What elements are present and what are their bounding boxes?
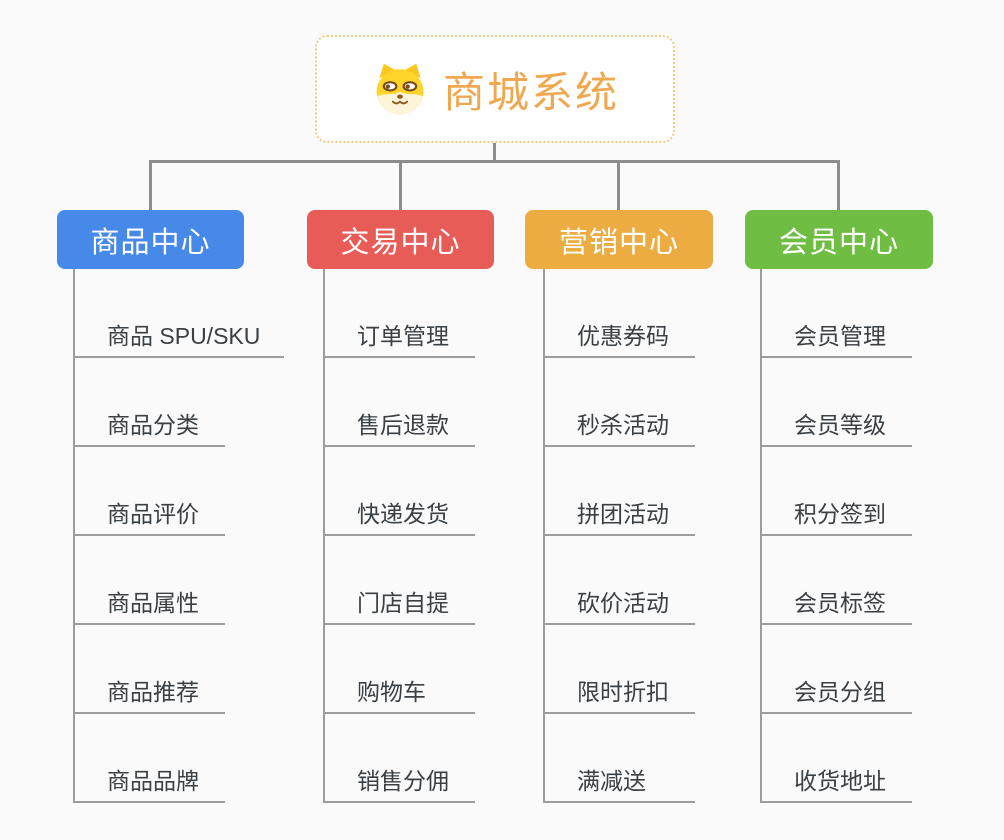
node-label: 秒杀活动 (577, 412, 669, 438)
mindmap-node[interactable]: 商品 SPU/SKU (75, 269, 285, 358)
mindmap-node[interactable]: 满减送 (545, 714, 695, 803)
branch-list-member-center: 会员管理会员等级积分签到会员标签会员分组收货地址 (760, 269, 912, 803)
mindmap-node[interactable]: 会员管理 (762, 269, 912, 358)
branch-header-product-center[interactable]: 商品中心 (57, 210, 244, 269)
branch-drop-line (837, 160, 840, 212)
node-label: 购物车 (357, 679, 426, 705)
node-label: 售后退款 (357, 412, 449, 438)
mindmap-node[interactable]: 订单管理 (325, 269, 475, 358)
node-label: 快递发货 (357, 501, 449, 527)
branch-drop-line (399, 160, 402, 212)
node-label: 商品品牌 (107, 768, 199, 794)
root-node[interactable]: 商城系统 (315, 35, 675, 143)
node-label: 限时折扣 (577, 679, 669, 705)
mindmap-node[interactable]: 商品品牌 (75, 714, 225, 803)
branch-header-trade-center[interactable]: 交易中心 (307, 210, 494, 269)
mindmap-node[interactable]: 门店自提 (325, 536, 475, 625)
branch-list-product-center: 商品 SPU/SKU 商品分类商品评价商品属性商品推荐商品品牌 (73, 269, 285, 803)
mindmap-node[interactable]: 会员分组 (762, 625, 912, 714)
node-label: 会员管理 (794, 323, 886, 349)
mindmap-node[interactable]: 商品属性 (75, 536, 225, 625)
node-label: 商品评价 (107, 501, 199, 527)
branch-list-marketing-center: 优惠券码秒杀活动拼团活动砍价活动限时折扣满减送 (543, 269, 695, 803)
mindmap-node[interactable]: 收货地址 (762, 714, 912, 803)
mindmap-node[interactable]: 会员等级 (762, 358, 912, 447)
mindmap-node[interactable]: 秒杀活动 (545, 358, 695, 447)
mindmap-node[interactable]: 商品分类 (75, 358, 225, 447)
node-label: 积分签到 (794, 501, 886, 527)
node-label: 商品属性 (107, 590, 199, 616)
node-label: 拼团活动 (577, 501, 669, 527)
branch-list-trade-center: 订单管理售后退款快递发货门店自提购物车销售分佣 (323, 269, 475, 803)
node-label: 商品推荐 (107, 679, 199, 705)
root-title: 商城系统 (442, 68, 619, 116)
branch-drop-line (617, 160, 620, 212)
mindmap-node[interactable]: 拼团活动 (545, 447, 695, 536)
mindmap-node[interactable]: 商品推荐 (75, 625, 225, 714)
shiba-dog-icon (376, 63, 424, 115)
mindmap-node[interactable]: 销售分佣 (325, 714, 475, 803)
branch-header-member-center[interactable]: 会员中心 (745, 210, 933, 269)
mindmap-node[interactable]: 会员标签 (762, 536, 912, 625)
node-label: 收货地址 (794, 768, 886, 794)
node-label: 订单管理 (357, 323, 449, 349)
mindmap-node[interactable]: 商品评价 (75, 447, 225, 536)
mindmap-node[interactable]: 售后退款 (325, 358, 475, 447)
branch-header-marketing-center[interactable]: 营销中心 (525, 210, 713, 269)
mindmap-node[interactable]: 限时折扣 (545, 625, 695, 714)
mindmap-node[interactable]: 优惠券码 (545, 269, 695, 358)
node-label: 会员标签 (794, 590, 886, 616)
branch-horizontal-line (149, 160, 840, 163)
node-label: 门店自提 (357, 590, 449, 616)
node-label: 优惠券码 (577, 323, 669, 349)
mindmap-node[interactable]: 购物车 (325, 625, 475, 714)
node-label: 满减送 (577, 768, 646, 794)
node-label: 商品分类 (107, 412, 199, 438)
node-label: 会员分组 (794, 679, 886, 705)
mindmap-node[interactable]: 快递发货 (325, 447, 475, 536)
branch-drop-line (149, 160, 152, 212)
mindmap-node[interactable]: 积分签到 (762, 447, 912, 536)
node-label: 销售分佣 (357, 768, 449, 794)
root-stem-line (493, 141, 496, 162)
node-label: 砍价活动 (577, 590, 669, 616)
node-label: 商品 SPU/SKU (107, 323, 261, 349)
mindmap-node[interactable]: 砍价活动 (545, 536, 695, 625)
node-label: 会员等级 (794, 412, 886, 438)
